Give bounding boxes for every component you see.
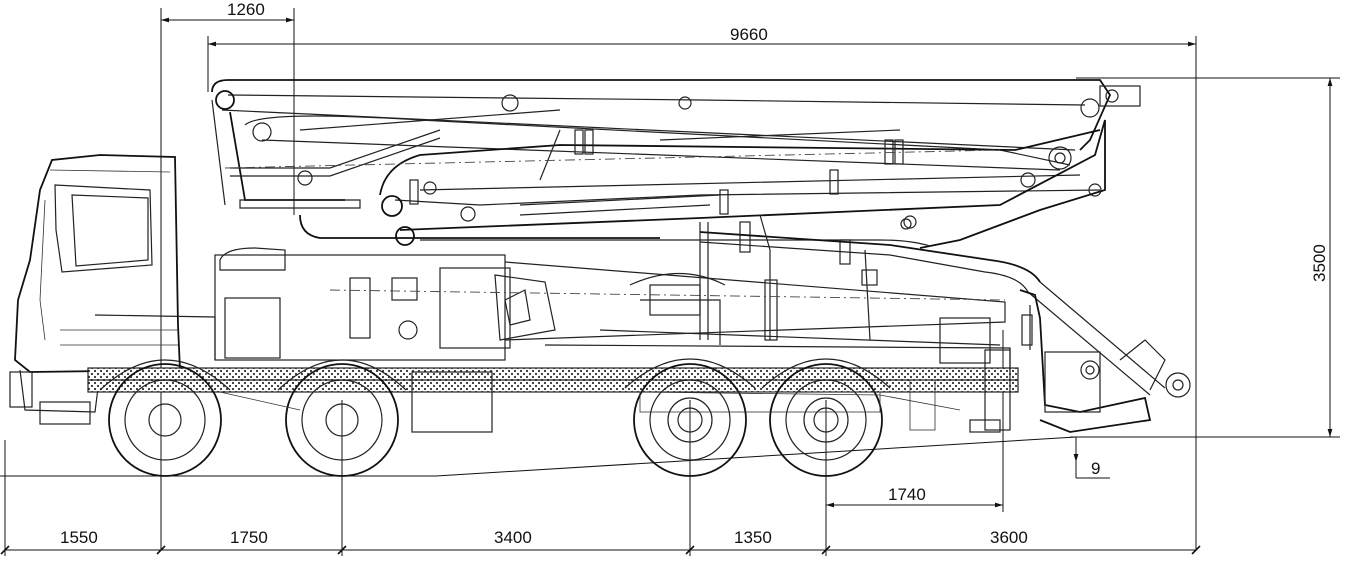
front-wheel-2 (277, 359, 407, 477)
dim-1350: 1350 (734, 528, 772, 547)
dimension-lines (0, 8, 1340, 556)
dimension-labels: 1260 9660 3500 9 1740 1550 1750 3400 135… (60, 0, 1329, 547)
boom-arm (211, 79, 1166, 396)
center-mechanism (224, 149, 1006, 346)
dim-3400: 3400 (494, 528, 532, 547)
dim-1750: 1750 (230, 528, 268, 547)
chassis-frame (87, 247, 1019, 433)
wheels (99, 358, 961, 477)
rear-wheel-1 (624, 358, 756, 477)
dim-1740: 1740 (888, 485, 926, 504)
rear-hopper (1019, 289, 1191, 433)
dim-9: 9 (1091, 459, 1100, 478)
dim-3600: 3600 (990, 528, 1028, 547)
front-wheel-1 (99, 359, 231, 477)
dim-1550: 1550 (60, 528, 98, 547)
dim-9660: 9660 (730, 25, 768, 44)
dim-3500: 3500 (1310, 244, 1329, 282)
dim-1260: 1260 (227, 0, 265, 19)
rear-wheel-2 (761, 358, 891, 477)
